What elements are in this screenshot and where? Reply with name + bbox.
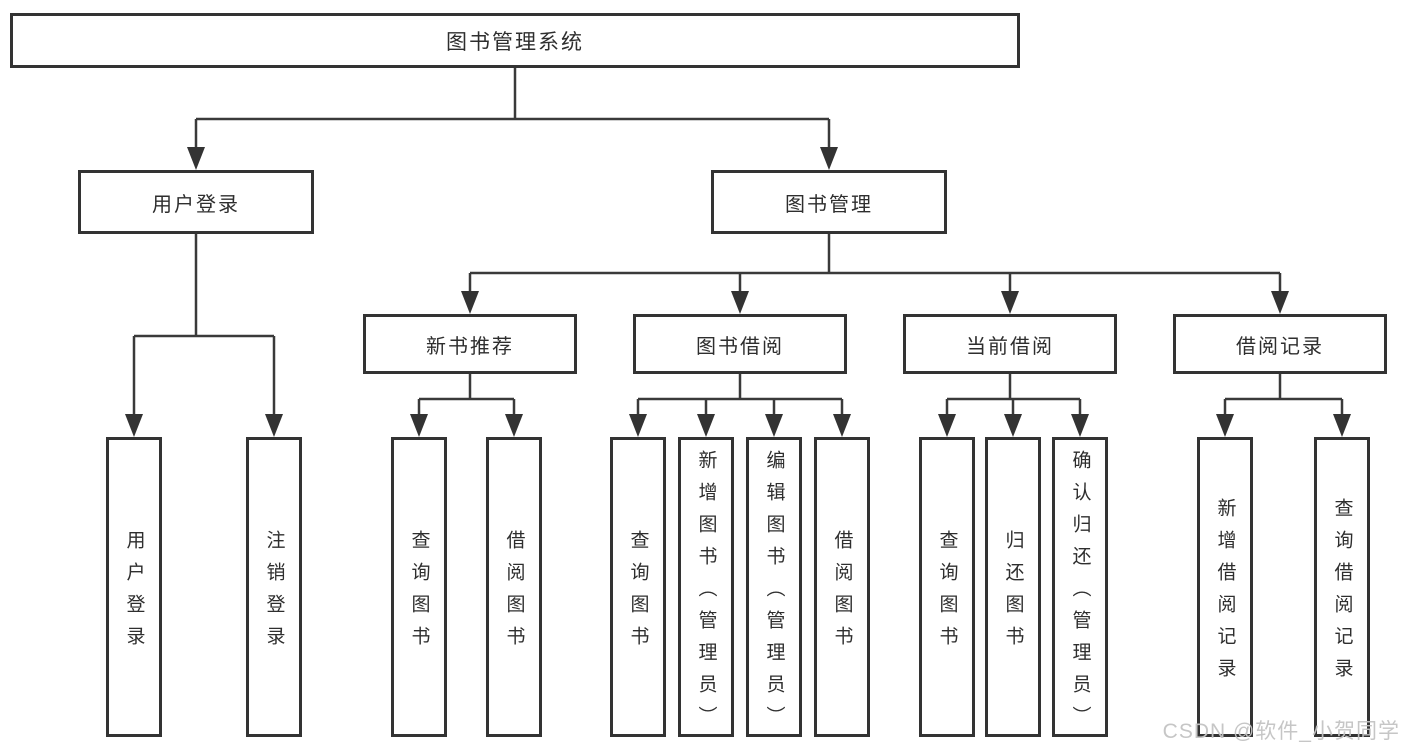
connector-user-login-children xyxy=(132,234,276,417)
leaf-borrow-book-2-label: 借阅图书 xyxy=(831,529,853,658)
leaf-edit-book-admin: 编辑图书（管理员） xyxy=(746,437,802,738)
connector-book-management-children xyxy=(468,234,1282,294)
arrowhead-leaf-borrow-book-1 xyxy=(505,414,523,437)
node-borrowing-records-label: 借阅记录 xyxy=(1236,335,1324,358)
arrowhead-book-borrow xyxy=(731,291,749,314)
leaf-return-book: 归还图书 xyxy=(985,437,1041,737)
leaf-borrow-book-1-label: 借阅图书 xyxy=(503,529,525,658)
arrowhead-leaf-query-book-2 xyxy=(629,414,647,437)
arrowhead-leaf-return-book xyxy=(1004,414,1022,437)
node-new-book-recommend-label: 新书推荐 xyxy=(426,335,514,358)
arrowhead-leaf-query-record xyxy=(1333,414,1351,437)
leaf-query-book-3-label: 查询图书 xyxy=(936,529,958,658)
csdn-watermark: CSDN @软件_小贺同学 xyxy=(1162,720,1400,743)
node-book-borrowing-label: 图书借阅 xyxy=(696,335,784,358)
arrowhead-leaf-add-record xyxy=(1216,414,1234,437)
leaf-query-book-2: 查询图书 xyxy=(610,437,666,737)
leaf-query-borrow-record-label: 查询借阅记录 xyxy=(1331,497,1353,690)
leaf-query-book-2-label: 查询图书 xyxy=(627,529,649,658)
node-book-borrowing: 图书借阅 xyxy=(633,314,847,374)
leaf-add-borrow-record: 新增借阅记录 xyxy=(1197,437,1253,737)
arrowhead-leaf-query-book-3 xyxy=(938,414,956,437)
arrowhead-leaf-confirm-return xyxy=(1071,414,1089,437)
leaf-borrow-book-1: 借阅图书 xyxy=(486,437,542,737)
leaf-add-book-admin: 新增图书（管理员） xyxy=(678,437,734,738)
leaf-return-book-label: 归还图书 xyxy=(1002,529,1024,658)
leaf-edit-book-admin-label: 编辑图书（管理员） xyxy=(763,449,785,738)
arrowhead-leaf-edit-book xyxy=(765,414,783,437)
leaf-add-book-admin-label: 新增图书（管理员） xyxy=(695,449,717,738)
arrowhead-leaf-add-book xyxy=(697,414,715,437)
arrowhead-leaf-logout xyxy=(265,414,283,437)
leaf-query-borrow-record: 查询借阅记录 xyxy=(1314,437,1370,737)
node-user-login: 用户登录 xyxy=(78,170,314,234)
connector-new-book-children xyxy=(417,374,516,417)
leaf-query-book-1-label: 查询图书 xyxy=(408,529,430,658)
node-current-borrowing: 当前借阅 xyxy=(903,314,1117,374)
arrowhead-borrow-records xyxy=(1271,291,1289,314)
node-book-management: 图书管理 xyxy=(711,170,947,234)
leaf-logout: 注销登录 xyxy=(246,437,302,737)
leaf-confirm-return-admin-label: 确认归还（管理员） xyxy=(1069,449,1091,738)
arrowhead-leaf-query-book-1 xyxy=(410,414,428,437)
arrowhead-new-book xyxy=(461,291,479,314)
connector-book-borrow-children xyxy=(636,374,844,417)
connector-borrow-records-children xyxy=(1223,374,1344,417)
node-new-book-recommend: 新书推荐 xyxy=(363,314,577,374)
arrowhead-user-login xyxy=(187,147,205,170)
arrowhead-leaf-borrow-book-2 xyxy=(833,414,851,437)
leaf-user-login: 用户登录 xyxy=(106,437,162,737)
node-borrowing-records: 借阅记录 xyxy=(1173,314,1387,374)
leaf-query-book-3: 查询图书 xyxy=(919,437,975,737)
arrowhead-book-management xyxy=(820,147,838,170)
node-book-management-label: 图书管理 xyxy=(785,193,873,216)
arrowhead-leaf-user-login xyxy=(125,414,143,437)
node-user-login-label: 用户登录 xyxy=(152,193,240,216)
connector-root-to-level2 xyxy=(194,68,831,150)
node-root-library-system: 图书管理系统 xyxy=(10,13,1020,68)
leaf-borrow-book-2: 借阅图书 xyxy=(814,437,870,737)
leaf-query-book-1: 查询图书 xyxy=(391,437,447,737)
leaf-confirm-return-admin: 确认归还（管理员） xyxy=(1052,437,1108,738)
node-current-borrowing-label: 当前借阅 xyxy=(966,335,1054,358)
leaf-logout-label: 注销登录 xyxy=(263,529,285,658)
leaf-add-borrow-record-label: 新增借阅记录 xyxy=(1214,497,1236,690)
arrowhead-current-borrow xyxy=(1001,291,1019,314)
node-root-label: 图书管理系统 xyxy=(446,30,584,54)
connector-current-borrow-children xyxy=(945,374,1082,417)
leaf-user-login-label: 用户登录 xyxy=(123,529,145,658)
